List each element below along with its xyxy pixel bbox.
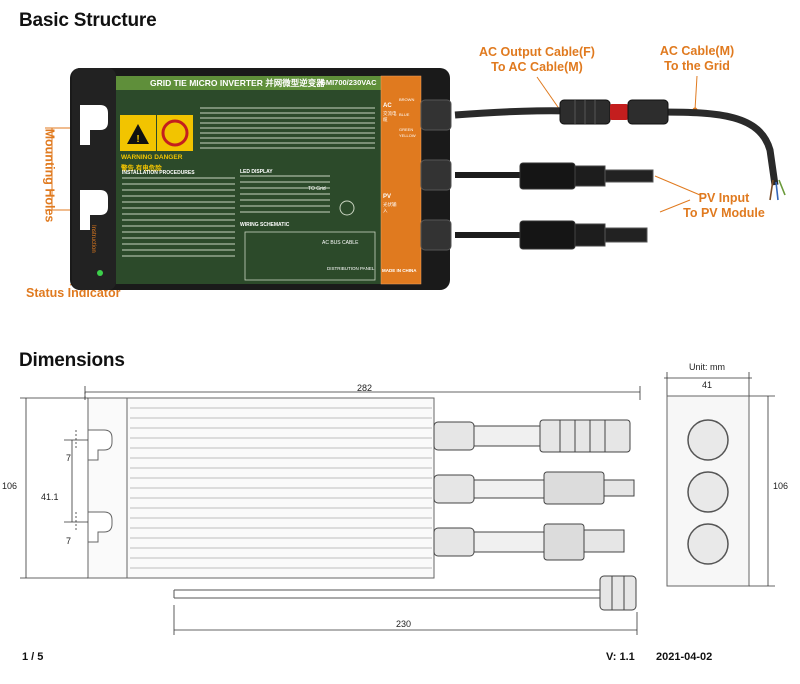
ac-cable-callout-line1: AC Cable(M)	[659, 44, 735, 58]
pv-input-leader-b	[659, 199, 691, 213]
label-made-in: MADE IN CHINA	[382, 268, 417, 273]
label-title-cn: 并网微型逆变器	[265, 78, 325, 88]
label-green: GREEN	[399, 127, 414, 132]
pv-input-leader-a	[654, 175, 701, 196]
pv-input-callout: PV Input To PV Module	[664, 191, 784, 221]
dim-heatsink-fins	[130, 407, 432, 569]
mounting-hole-top	[80, 105, 108, 145]
dim-unit-label: Unit: mm	[689, 362, 725, 372]
ac-cable-callout: AC Cable(M) To the Grid	[637, 44, 757, 74]
meter-icon	[339, 200, 355, 216]
dim-height-line	[20, 397, 88, 579]
dim-hole-spacing-label: 41.1	[41, 492, 59, 502]
page-number: 1 / 5	[22, 651, 44, 663]
label-pv-cn: 光伏输入	[383, 202, 397, 213]
ac-wire-ends	[769, 179, 786, 201]
date-label: 2021-04-02	[656, 651, 713, 663]
label-model: GMI700/230VAC	[320, 78, 377, 87]
dim-cable-label: 230	[396, 619, 412, 629]
label-wiring: WIRING SCHEMATIC	[240, 222, 290, 228]
label-title-bar	[116, 76, 381, 90]
pv-input-callout-line2: To PV Module	[683, 206, 765, 220]
inverter-case: !	[70, 68, 452, 290]
label-install: INSTALLATION PROCEDURES	[122, 170, 195, 176]
no-touch-icon	[161, 119, 189, 147]
label-instruction: Instruction	[90, 225, 96, 253]
wiring-schematic-box	[244, 231, 376, 281]
label-led: LED DISPLAY	[240, 169, 273, 175]
ac-output-callout-line1: AC Output Cable(F)	[479, 45, 595, 59]
dim-depth-label: 41	[702, 380, 713, 390]
label-fine-print	[122, 107, 375, 257]
label-yellow: YELLOW	[399, 133, 416, 138]
product-illustration: !	[45, 68, 786, 290]
ac-cable-callout-line2: To the Grid	[664, 59, 730, 73]
pv-connector-2	[519, 220, 648, 250]
dimensions-heading: Dimensions	[19, 350, 125, 371]
mounting-bracket	[72, 68, 116, 290]
orange-terminal-panel	[381, 76, 421, 284]
dimension-drawing	[20, 372, 775, 635]
warning-triangle-icon	[127, 124, 149, 144]
ac-cable-leader	[694, 75, 698, 111]
ac-connector	[559, 99, 669, 125]
mounting-hole-bottom	[80, 190, 108, 230]
label-blue: BLUE	[399, 112, 410, 117]
label-warning-cn: 警告,有电危险	[121, 165, 162, 172]
basic-structure-heading: Basic Structure	[19, 10, 157, 31]
dim-ac-cable	[173, 589, 600, 599]
dim-height-label: 106	[2, 481, 18, 491]
label-distribution: DISTRIBUTION PANEL	[327, 266, 375, 271]
product-label	[116, 76, 381, 284]
label-pv-tag: PV	[383, 194, 392, 200]
label-brown: BROWN	[399, 97, 415, 102]
pv-input-callout-line1: PV Input	[698, 191, 750, 205]
label-ac-cn: 交流电缆	[383, 111, 397, 122]
ac-output-leader	[536, 76, 561, 111]
status-led	[97, 270, 103, 276]
dim-connectors	[433, 419, 637, 611]
label-title-en: GRID TIE MICRO INVERTER	[150, 78, 263, 88]
label-title: GRID TIE MICRO INVERTER 并网微型逆变器	[150, 77, 325, 89]
dim-mounting-slots	[87, 429, 113, 543]
label-warning: WARNING DANGER	[121, 154, 183, 161]
dim-hole-bottom-label: 7	[66, 536, 72, 546]
dim-cable-line	[173, 605, 638, 635]
label-to-grid: TO Grid	[308, 186, 326, 192]
ac-output-callout-line2: To AC Cable(M)	[491, 60, 583, 74]
dim-side-height-label: 106	[773, 481, 789, 491]
version-label: V: 1.1	[606, 651, 635, 663]
dim-side-view	[664, 372, 775, 587]
pv-connector-1	[519, 162, 654, 190]
dim-hole-lines	[64, 430, 88, 532]
terminal-glands	[420, 99, 452, 251]
label-ac-tag: AC	[383, 103, 392, 109]
warning-exclaim-icon: !	[136, 134, 139, 145]
dim-length-label: 282	[357, 383, 373, 393]
label-ac-bus: AC BUS CABLE	[322, 240, 359, 246]
dim-hole-top-label: 7	[66, 453, 72, 463]
ac-output-callout: AC Output Cable(F) To AC Cable(M)	[462, 45, 612, 75]
